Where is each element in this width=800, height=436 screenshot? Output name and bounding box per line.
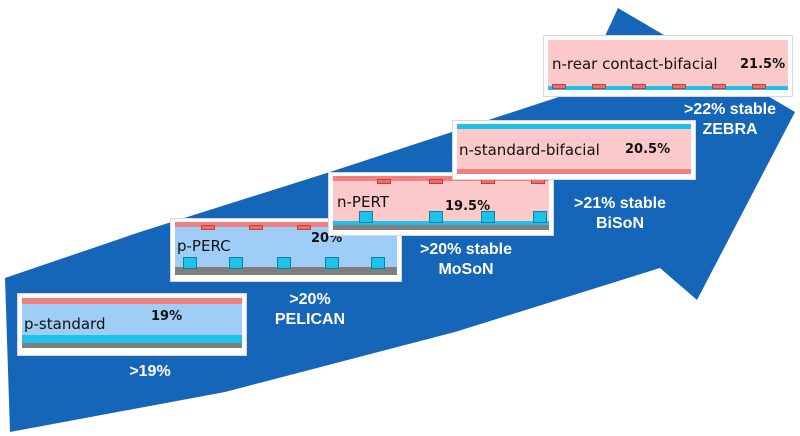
cell-label: n-rear contact-bifacial <box>552 55 718 73</box>
bsf-layer <box>457 124 691 129</box>
front-contact <box>429 179 443 184</box>
rear-contact <box>481 211 495 223</box>
efficiency-label: 19% <box>151 309 183 324</box>
caption-n-rear-contact-bifacial: >22% stable ZEBRA <box>666 100 794 140</box>
emitter-layer <box>457 169 691 174</box>
cell-n-pert: n-PERT 19.5% <box>328 172 554 236</box>
emitter-layer <box>22 298 242 304</box>
rear-contact <box>183 257 197 269</box>
rear-contact <box>592 84 606 89</box>
caption-target: >20% stable <box>419 241 513 258</box>
emitter-layer <box>175 222 397 227</box>
cell-label: n-PERT <box>337 193 389 211</box>
rear-contact <box>359 211 373 223</box>
front-contact <box>297 225 311 230</box>
metal-layer <box>333 225 549 230</box>
front-contact <box>377 179 391 184</box>
cell-n-standard-bifacial: n-standard-bifacial 20.5% <box>452 120 696 180</box>
caption-target: >21% stable <box>573 195 667 212</box>
caption-target: >20% <box>289 291 331 308</box>
efficiency-label: 19.5% <box>445 199 491 214</box>
efficiency-label: 20.5% <box>625 142 671 157</box>
caption-project: ZEBRA <box>702 121 758 138</box>
cell-label: n-standard-bifacial <box>459 141 600 159</box>
caption-n-pert: >20% stable MoSoN <box>404 240 528 280</box>
rear-contact <box>325 257 339 269</box>
caption-p-standard: >19% <box>110 362 190 382</box>
rear-contact <box>552 84 566 89</box>
caption-project: MoSoN <box>438 261 494 278</box>
rear-contact <box>752 84 766 89</box>
front-contact <box>201 225 215 230</box>
efficiency-label: 21.5% <box>740 57 786 72</box>
rear-contact <box>672 84 686 89</box>
cell-p-standard: p-standard 19% <box>17 293 247 356</box>
rear-contact <box>429 211 443 223</box>
caption-p-perc: >20% PELICAN <box>255 290 365 330</box>
rear-contact <box>277 257 291 269</box>
caption-n-standard-bifacial: >21% stable BiSoN <box>558 194 682 234</box>
caption-target: >22% stable <box>683 101 777 118</box>
rear-contact <box>229 257 243 269</box>
rear-contact <box>371 257 385 269</box>
emitter-layer <box>333 176 549 181</box>
rear-contact <box>632 84 646 89</box>
cell-label: p-standard <box>24 315 106 333</box>
front-contact <box>249 225 263 230</box>
rear-contact <box>533 211 547 223</box>
silicon-p-layer <box>22 304 242 335</box>
metal-layer <box>175 267 397 275</box>
bsf-layer <box>548 86 788 90</box>
silicon-n-layer <box>548 40 788 86</box>
silicon-n-layer <box>457 129 691 171</box>
bsf-layer <box>22 335 242 343</box>
caption-project: BiSoN <box>596 215 644 232</box>
rear-contact <box>712 84 726 89</box>
metal-layer <box>22 343 242 348</box>
cell-n-rear-contact-bifacial: n-rear contact-bifacial 21.5% <box>543 35 793 97</box>
bsf-layer <box>333 221 549 225</box>
caption-target: >19% <box>129 363 171 380</box>
caption-project: PELICAN <box>274 311 346 328</box>
cell-label: p-PERC <box>177 237 231 255</box>
